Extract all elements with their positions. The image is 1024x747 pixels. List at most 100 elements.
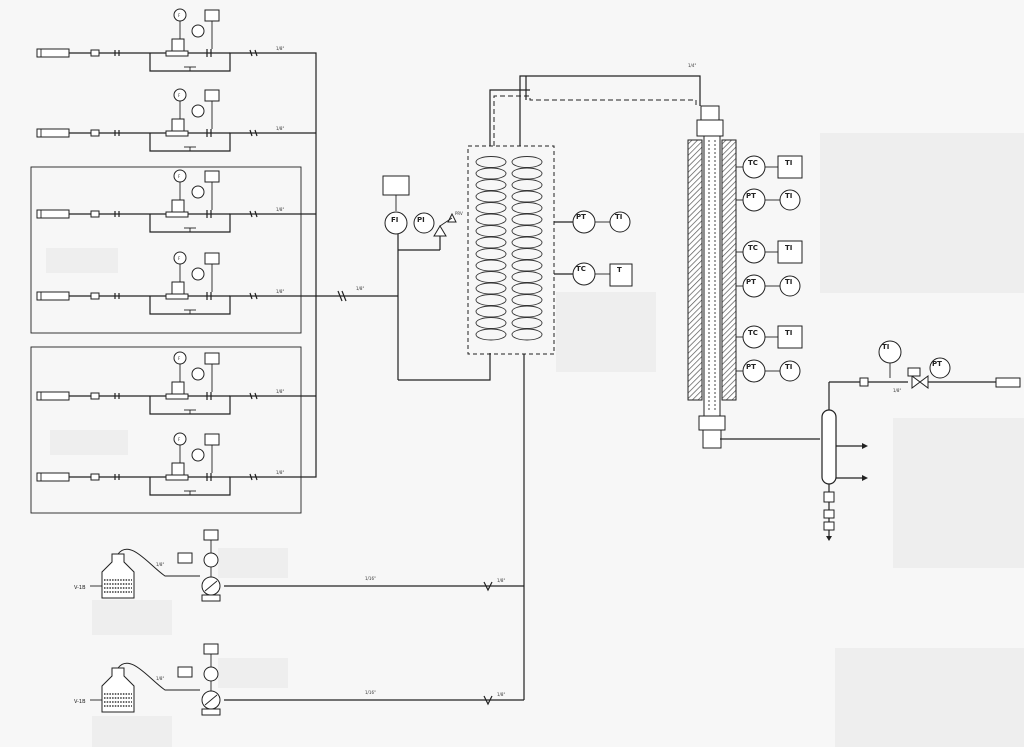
heat-coil-loop bbox=[475, 259, 507, 272]
preheater-exchanger: 1/4" bbox=[467, 63, 701, 700]
heat-coil-loop bbox=[475, 225, 507, 237]
reservoir-bottle bbox=[101, 553, 135, 599]
heat-coil-loop bbox=[511, 271, 543, 283]
pipe-label: 1/8" bbox=[276, 207, 284, 212]
svg-text:TI: TI bbox=[785, 363, 792, 371]
pipe-label: 1/8" bbox=[276, 389, 284, 394]
filter-icon bbox=[90, 210, 100, 218]
gauge-icon bbox=[191, 448, 205, 462]
flow-indicator-tag: FI bbox=[391, 216, 398, 224]
heater-controller-box bbox=[777, 325, 803, 349]
gas-train: F bbox=[36, 351, 262, 415]
flow-display-box bbox=[204, 9, 220, 22]
check-valve bbox=[337, 290, 347, 302]
pipe-label: 1/8" bbox=[497, 692, 505, 697]
reactor-column bbox=[687, 105, 737, 449]
svg-text:F: F bbox=[178, 437, 181, 442]
flow-recorder-box bbox=[382, 175, 410, 196]
relief-valve-icon bbox=[433, 225, 447, 237]
flow-display-box bbox=[204, 170, 220, 183]
heat-coil-loop bbox=[511, 179, 543, 191]
gas-cylinder bbox=[36, 291, 70, 301]
heat-coil-loop bbox=[511, 259, 543, 272]
faded-annotations bbox=[46, 133, 1024, 747]
pressure-indicator-tag: PI bbox=[417, 216, 425, 224]
gauge-icon bbox=[191, 367, 205, 381]
pipe-label: 1/8" bbox=[893, 388, 901, 393]
tag: TI bbox=[882, 343, 889, 351]
svg-text:TI: TI bbox=[785, 278, 792, 286]
tank-label: V-1B bbox=[74, 699, 86, 705]
svg-text:TI: TI bbox=[785, 159, 792, 167]
reactor-heater-right bbox=[721, 139, 737, 401]
pipe-label: 1/8" bbox=[276, 46, 284, 51]
pressure-gauge-icon bbox=[203, 552, 219, 568]
svg-text:1/8": 1/8" bbox=[156, 676, 164, 681]
flow-display-box bbox=[204, 352, 220, 365]
pipe-label: 1/16" bbox=[365, 576, 376, 581]
pressure-gauge-icon bbox=[203, 666, 219, 682]
heat-coil-loop bbox=[511, 282, 543, 295]
tag: T bbox=[617, 266, 622, 274]
ti-instrument bbox=[779, 189, 801, 211]
svg-text:TI: TI bbox=[785, 192, 792, 200]
heat-coil-loop bbox=[511, 225, 543, 237]
flow-display-box bbox=[204, 433, 220, 446]
pipe-label: 1/8" bbox=[497, 578, 505, 583]
heat-coil-loop bbox=[511, 294, 543, 306]
heater-controller-box bbox=[777, 240, 803, 264]
filter-icon bbox=[90, 473, 100, 481]
heat-coil-loop bbox=[511, 167, 543, 180]
gas-cylinder bbox=[36, 128, 70, 138]
heat-coil-loop bbox=[511, 213, 543, 226]
svg-text:TC: TC bbox=[748, 244, 758, 252]
flow-display-box bbox=[204, 89, 220, 102]
gauge-icon bbox=[191, 24, 205, 38]
svg-text:TI: TI bbox=[785, 244, 792, 252]
svg-text:TI: TI bbox=[785, 329, 792, 337]
flow-display-box bbox=[204, 252, 220, 265]
svg-text:PT: PT bbox=[746, 192, 756, 200]
pipe-label: 1/16" bbox=[365, 690, 376, 695]
gas-cylinder bbox=[36, 209, 70, 219]
gas-train: F bbox=[36, 251, 262, 315]
tag: PT bbox=[932, 360, 942, 368]
heat-coil-loop bbox=[511, 328, 543, 341]
pipe-label: 1/4" bbox=[688, 63, 696, 68]
heat-coil-loop bbox=[475, 202, 507, 214]
gauge-icon bbox=[191, 185, 205, 199]
heat-coil-loop bbox=[475, 317, 507, 329]
heat-coil-loop bbox=[511, 236, 543, 249]
heat-coil-loop bbox=[475, 305, 507, 318]
pipe-label: 1/8" bbox=[276, 470, 284, 475]
controller-box bbox=[203, 529, 219, 541]
pressure-indicator-instrument bbox=[413, 212, 435, 234]
svg-text:1/8": 1/8" bbox=[156, 562, 164, 567]
heat-coil-loop bbox=[475, 179, 507, 191]
controller-box bbox=[203, 643, 219, 655]
gas-feed-trains bbox=[30, 52, 398, 514]
gauge-icon bbox=[191, 267, 205, 281]
separator-vessel bbox=[821, 409, 837, 485]
pressure-indicator-instrument bbox=[929, 357, 951, 379]
pipe-label: 1/8" bbox=[276, 289, 284, 294]
pipe-label: 1/8" bbox=[356, 286, 364, 291]
gas-cylinder bbox=[36, 48, 70, 58]
heat-coil-loop bbox=[511, 190, 543, 203]
liquid-feed-pump-train: V-1B 1/8" bbox=[74, 643, 221, 716]
heat-coil-loop bbox=[511, 202, 543, 214]
ti-instrument bbox=[779, 360, 801, 382]
svg-text:F: F bbox=[178, 256, 181, 261]
svg-text:F: F bbox=[178, 356, 181, 361]
heat-coil-loop bbox=[475, 236, 507, 249]
gas-group-box-1 bbox=[30, 166, 302, 334]
reactor-feed-line bbox=[519, 75, 701, 146]
gas-group-box-2 bbox=[30, 346, 302, 514]
heater-box bbox=[609, 263, 633, 287]
heat-coil-loop bbox=[475, 282, 507, 295]
heat-coil-loop bbox=[511, 317, 543, 329]
gauge-icon bbox=[191, 104, 205, 118]
